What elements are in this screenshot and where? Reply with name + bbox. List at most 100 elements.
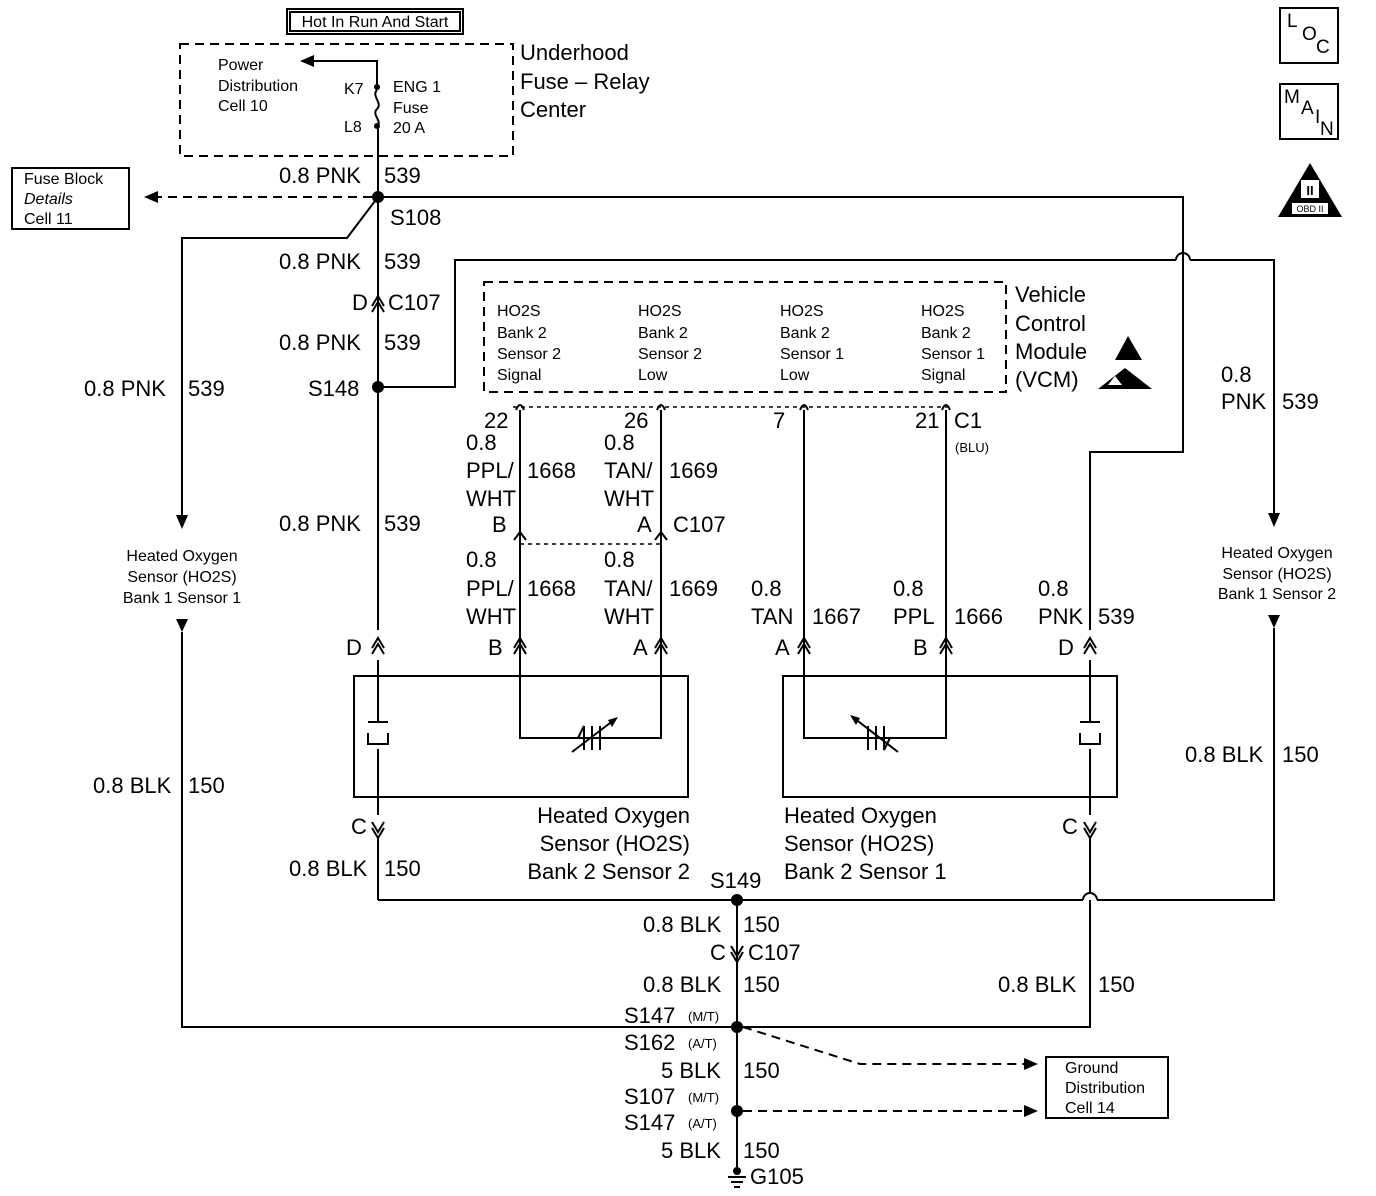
wire-1669-gauge-lower: 0.8: [604, 547, 635, 572]
fuse-block-line3: Cell 11: [24, 211, 73, 228]
main-letter-3: I: [1315, 107, 1320, 128]
wire-539-b2s1-gauge: 0.8: [1038, 576, 1069, 601]
b2s2-sensor-loop: [519, 660, 662, 739]
vcm-col4-line3: Sensor 1: [921, 346, 985, 363]
b2s1-title-line2: Sensor (HO2S): [784, 831, 934, 856]
b1s2-title-line3: Bank 1 Sensor 2: [1218, 586, 1336, 603]
wire-1668-circuit-upper: 1668: [527, 458, 576, 483]
s147-mt-tag: (M/T): [688, 1009, 719, 1024]
vcm-col2-line2: Bank 2: [638, 325, 688, 342]
ground-ref-line2: Distribution: [1065, 1080, 1145, 1097]
fuse-line3: 20 A: [393, 120, 425, 137]
wire-539-b2s1-color: PNK: [1038, 604, 1084, 629]
loc-letter-3: C: [1316, 37, 1330, 58]
wire-1666-color: PPL: [893, 604, 935, 629]
vcm-col2-line1: HO2S: [638, 303, 682, 320]
s107-mt-label: S107: [624, 1084, 675, 1109]
wire-1666-gauge: 0.8: [893, 576, 924, 601]
pnk-circuit-label-left: 539: [188, 376, 225, 401]
main-icon[interactable]: M A I N: [1279, 83, 1339, 140]
pnk-circuit-label-1: 539: [384, 163, 421, 188]
b1s1-title-line1: Heated Oxygen: [126, 548, 237, 565]
b2s2-title-line2: Sensor (HO2S): [540, 831, 690, 856]
vcm-col3-line2: Bank 2: [780, 325, 830, 342]
wire-1668-color2-upper: WHT: [466, 486, 516, 511]
pin-22-label: 22: [484, 408, 508, 433]
b2s2-pin-c-label: C: [351, 814, 367, 839]
wire-1668-color2-lower: WHT: [466, 604, 516, 629]
k7-label: K7: [344, 81, 364, 98]
vcm-col3-line4: Low: [780, 367, 810, 384]
s147-mt-label: S147: [624, 1003, 675, 1028]
blk-label-trunk-2: 0.8 BLK: [643, 972, 722, 997]
pnk-wire-label-2: 0.8 PNK: [279, 249, 361, 274]
b2s2-pin-d-label: D: [346, 635, 362, 660]
c107-b-connector-symbol: [513, 530, 527, 541]
b1s1-feed-arrow: [176, 515, 188, 529]
s147-at-tag: (A/T): [688, 1116, 717, 1131]
c107-label-top: C107: [388, 290, 441, 315]
b1s1-ground-arrow: [176, 619, 188, 632]
vcm-title-line4: (VCM): [1015, 367, 1079, 392]
ground-ref-arrow-2: [1024, 1105, 1038, 1117]
pnk-r-gauge: 0.8: [1221, 362, 1252, 387]
g105-ground-icon: [728, 1167, 746, 1188]
pnk-b2s1-feed-wire: [1089, 252, 1184, 630]
blk-circuit-right-return: 150: [1098, 972, 1135, 997]
b2s2-pin-a-label: A: [633, 635, 648, 660]
b2s1-pin-a-label: A: [775, 635, 790, 660]
vcm-col2-line4: Low: [638, 367, 668, 384]
c107-c-connector-symbol: [730, 945, 744, 964]
pnk-wire-label-1: 0.8 PNK: [279, 163, 361, 188]
blk-label-trunk-1: 0.8 BLK: [643, 912, 722, 937]
power-dist-line2: Distribution: [218, 78, 298, 95]
vcm-title-line1: Vehicle: [1015, 282, 1086, 307]
wire-1667-gauge: 0.8: [751, 576, 782, 601]
pnk-circuit-label-3: 539: [384, 330, 421, 355]
ground-ref-line1: Ground: [1065, 1060, 1118, 1077]
pnk-vcm-feed-wire: [378, 259, 1176, 388]
b2s1-pin-c-symbol: [1083, 821, 1097, 840]
vcm-col3: HO2S Bank 2 Sensor 1 Low: [780, 303, 844, 384]
b2s2-title-line1: Heated Oxygen: [537, 803, 690, 828]
b1s1-ground-wire: [181, 632, 1091, 1028]
fuse-block-line1: Fuse Block: [24, 171, 104, 188]
hot-in-run-box: Hot In Run And Start: [286, 8, 464, 35]
pnk-left-feed-wire: [181, 196, 379, 517]
vcm-col1-line2: Bank 2: [497, 325, 547, 342]
obd-label: OBD II: [1296, 204, 1323, 214]
vcm-col4: HO2S Bank 2 Sensor 1 Signal: [921, 303, 985, 384]
c1-label: C1: [954, 408, 982, 433]
s107-s147-splice: [731, 1105, 743, 1117]
l8-label: L8: [344, 119, 362, 136]
wire-1669-circuit-upper: 1669: [669, 458, 718, 483]
b1s2-ground-arrow: [1268, 615, 1280, 628]
wire-1669-circuit-lower: 1669: [669, 576, 718, 601]
c1-pin-cavities: [515, 404, 951, 411]
esd-sensitive-icon: [1098, 336, 1152, 389]
fuse-center-line3: Center: [520, 97, 586, 122]
ground-ref-line3: Cell 14: [1065, 1100, 1115, 1117]
blk-label-right-return: 0.8 BLK: [998, 972, 1077, 997]
b1s1-title-line3: Bank 1 Sensor 1: [123, 590, 241, 607]
fuse-line2: Fuse: [393, 100, 429, 117]
vcm-col4-line4: Signal: [921, 367, 965, 384]
vcm-col4-line2: Bank 2: [921, 325, 971, 342]
c107-pin-c-label: C: [710, 940, 726, 965]
obd-ii-icon[interactable]: II OBD II: [1278, 163, 1342, 217]
fuse-symbol: [374, 89, 380, 127]
c107-d-connector-symbol: [371, 294, 385, 313]
wire-1667-circuit: 1667: [812, 604, 861, 629]
c107-pin-b-label: B: [492, 512, 507, 537]
s108-label: S108: [390, 205, 441, 230]
pnk-b1s2-feed-wire: [1190, 259, 1275, 514]
loc-icon[interactable]: L O C: [1279, 7, 1339, 64]
b1s2-title-line2: Sensor (HO2S): [1222, 566, 1331, 583]
loc-letter-1: L: [1287, 11, 1298, 32]
blk-circuit-trunk-2: 150: [743, 972, 780, 997]
b2s2-heater-element: [367, 721, 389, 745]
blk-label-b1s1: 0.8 BLK: [93, 773, 172, 798]
pnk-circuit-label-2: 539: [384, 249, 421, 274]
s148-label: S148: [308, 376, 359, 401]
fuse-center-line1: Underhood: [520, 40, 629, 65]
